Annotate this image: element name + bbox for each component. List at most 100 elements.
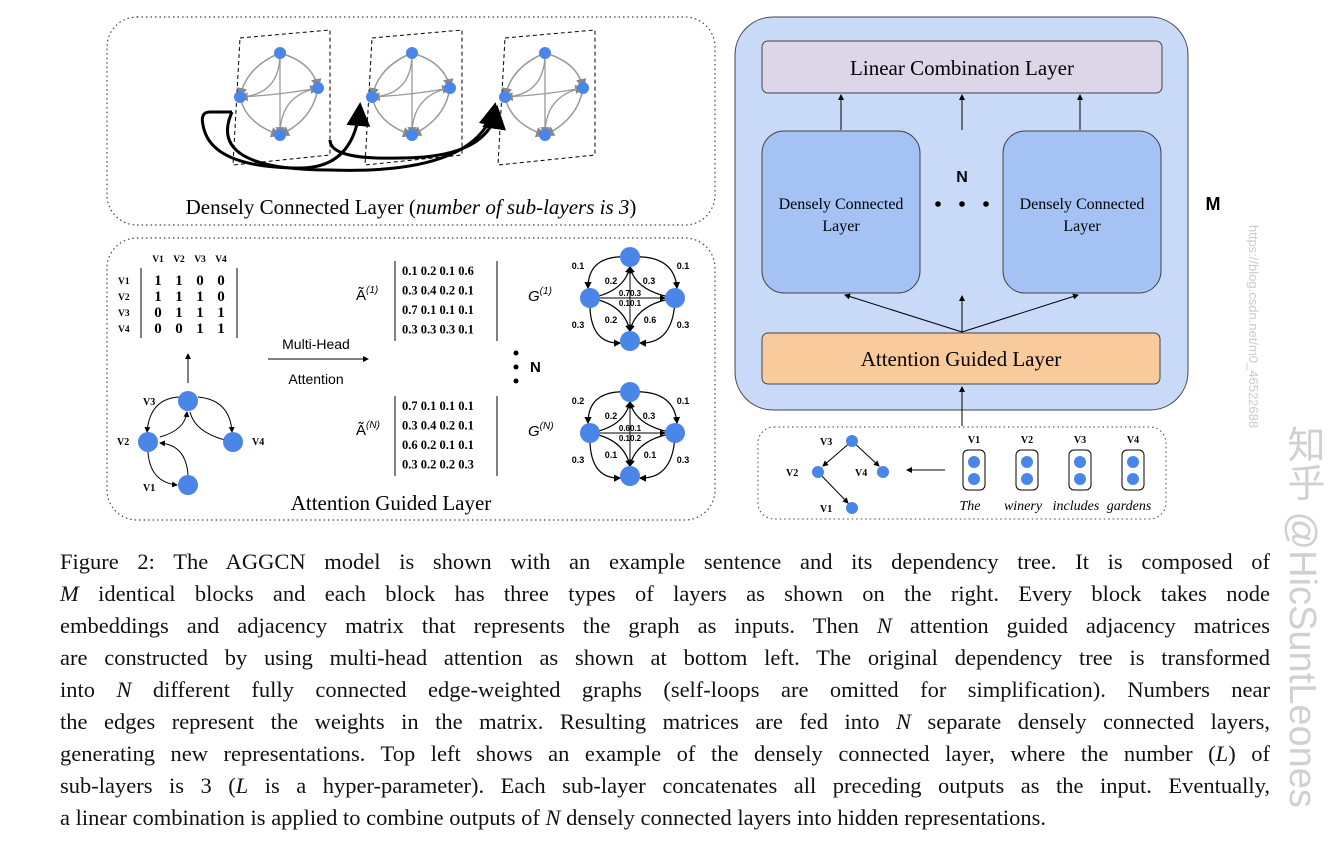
dense-layer-n-label: Densely Connected [1020,196,1145,213]
dense-skip-arrow-2 [226,102,503,172]
matrix-column-label: V2 [173,255,185,265]
caption-text: sub-layers is 3 ( [60,773,236,798]
tree-node-v2 [138,432,158,452]
edge-weight: 0.3 [643,276,656,286]
matrix-row-label: V1 [118,277,130,287]
token-node-label: V3 [1074,435,1086,446]
graph-node [539,47,551,59]
densely-connected-layer-n [1002,130,1162,294]
dense-layer-1-label-2: Layer [822,218,860,235]
dense-layer-1-label: Densely Connected [779,196,904,213]
caption-line: Figure 2: The AGGCN model is shown with … [60,546,1270,578]
tree-node-v4 [223,432,243,452]
densely-connected-layer-1 [761,130,921,294]
matrix-row: 0.6 0.2 0.1 0.1 [402,438,474,452]
attention-guided-title: Attention Guided Layer [291,491,492,515]
caption-text: L [1215,741,1229,766]
caption-text: is a hyper-parameter). Each sub-layer co… [248,773,1270,798]
graph-node [234,91,246,103]
token-node-label: V1 [968,435,980,446]
matrix-cell: 0 [175,321,183,337]
graph-node [312,82,324,94]
caption-text: identical blocks and each block has thre… [78,581,1270,606]
matrix-cell: 1 [175,273,183,289]
attention-matrix-matrix_n: Ã(N)0.7 0.1 0.1 0.10.3 0.4 0.2 0.10.6 0.… [356,396,498,476]
graph-node [665,423,685,443]
graph-symbol: G(1) [528,286,552,305]
dense-layer-n-label-2: Layer [1063,218,1101,235]
small-tree-label-v1: V1 [820,504,832,515]
caption-text: different fully connected edge-weighted … [131,677,1270,702]
attention-guided-layer [761,332,1161,385]
densely-connected-title: Densely Connected Layer (number of sub-l… [186,195,637,219]
edge-weight: 0.3 [643,411,656,421]
matrix-row: 0.3 0.2 0.2 0.3 [402,458,474,472]
caption-line: sub-layers is 3 (L is a hyper-parameter)… [60,770,1270,802]
edge-weight: 0.2 [572,396,585,406]
edge-weight: 0.1 [677,261,690,271]
token-word: winery [1004,499,1043,514]
attention-matrix-matrix_1: Ã(1)0.1 0.2 0.1 0.60.3 0.4 0.2 0.10.7 0.… [356,261,498,341]
matrix-symbol: Ã(N) [356,420,380,439]
caption-text: N [116,677,132,702]
matrix-cell: 1 [196,321,204,337]
dependency-tree: V3 V2 V4 V1 [117,391,264,495]
linear-combination-label: Linear Combination Layer [850,56,1074,80]
edge-weight: 0.2 [605,315,618,325]
matrix-row: 0.3 0.3 0.3 0.1 [402,323,474,337]
matrix-row: 0.7 0.1 0.1 0.1 [402,303,474,317]
matrix-cell: 1 [175,305,183,321]
graph-node [577,82,589,94]
dense-skip-arrow-1 [200,102,371,170]
matrix-cell: 0 [154,305,162,321]
small-tree-label-v4: V4 [855,468,867,479]
caption-text: N [545,805,561,830]
tree-node-v3 [178,391,198,411]
figure-caption: Figure 2: The AGGCN model is shown with … [60,546,1270,834]
caption-text: separate densely connected layers, [911,709,1270,734]
matrix-row-label: V4 [118,325,130,335]
edge-weight: 0.3 [677,320,690,330]
edge-weight: 0.3 [572,455,585,465]
small-tree-label-v3: V3 [820,437,832,448]
sub-layer-graph [232,29,331,166]
edge-weight: 0.2 [605,276,618,286]
caption-text: are constructed by using multi-head atte… [60,645,1270,670]
caption-text: N [876,613,892,638]
matrix-cell: 1 [154,289,162,305]
matrix-cell: 1 [175,289,183,305]
tree-label-v3: V3 [143,397,155,408]
matrix-column-label: V4 [215,255,227,265]
edge-weight: 0.6 [644,315,657,325]
graph-node [499,91,511,103]
matrix-row: 0.7 0.1 0.1 0.1 [402,399,474,413]
caption-text: Figure 2: The AGGCN model is shown with … [60,549,1270,574]
densely-connected-example-panel: Densely Connected Layer (number of sub-l… [106,16,716,226]
attention-label: Attention [288,371,343,387]
n-layers-label: N [956,169,968,186]
edge-weight: 0.3 [572,320,585,330]
matrix-row-label: V3 [118,309,130,319]
edge-weight: 0.1 [605,450,618,460]
edge-weight: 0.10.2 [619,434,642,443]
matrix-cell: 0 [154,321,162,337]
caption-line: into N different fully connected edge-we… [60,674,1270,706]
sub-layer-graph [497,29,596,166]
matrix-symbol: Ã(1) [356,285,378,304]
caption-text: M [60,581,79,606]
matrix-cell: 1 [217,305,225,321]
dense-skip-arrow-3 [328,105,506,160]
graph-symbol: G(N) [528,421,554,440]
n-heads-label: N [530,359,541,376]
graph-node [620,247,640,267]
caption-line: embeddings and adjacency matrix that rep… [60,610,1270,642]
graph-node [620,382,640,402]
caption-text: the edges represent the weights in the m… [60,709,897,734]
